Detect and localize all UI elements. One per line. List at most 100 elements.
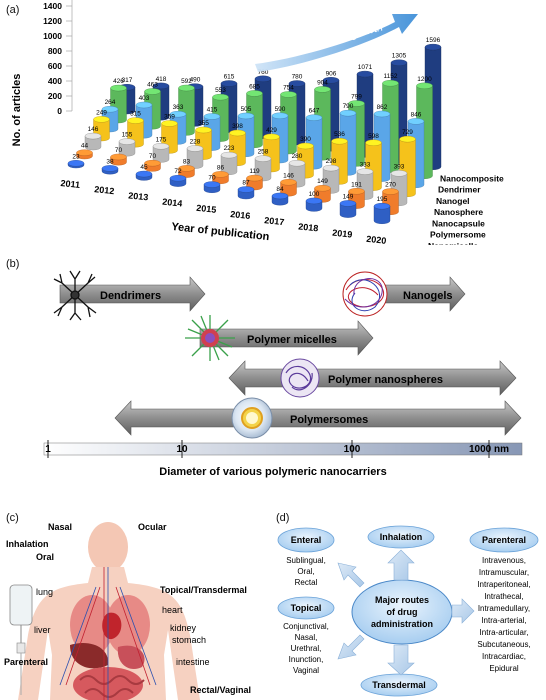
polymer-micelles-arrow: [199, 320, 374, 356]
data-label: 175: [156, 136, 167, 143]
bar-chart-3d: 0200400600800100012001400160020112012201…: [11, 0, 504, 245]
bar: 195: [373, 196, 391, 224]
enteral-cloud: [277, 527, 335, 553]
data-label: 72: [174, 168, 182, 175]
data-label: 86: [217, 164, 225, 171]
x-axis-title: Year of publication: [171, 221, 270, 243]
x-tick-label: 2020: [366, 234, 387, 245]
topical-cloud: [277, 596, 335, 620]
data-label: 146: [88, 126, 99, 133]
bar: 223: [220, 145, 238, 175]
data-label: 100: [309, 191, 320, 198]
parenteral-route: Intraperitoneal,: [477, 580, 530, 589]
arrow-to-topical: [337, 634, 365, 660]
data-label: 398: [232, 123, 243, 130]
bar: 72: [169, 168, 187, 187]
data-label: 315: [130, 111, 141, 118]
topical-route: Nasal,: [295, 633, 318, 642]
bar: 146: [84, 126, 102, 151]
sharp-growth-arrow: [255, 14, 418, 72]
y-tick-label: 1000: [43, 31, 62, 41]
data-label: 355: [198, 120, 209, 127]
parenteral-cloud: [469, 527, 539, 553]
bar: 70: [144, 153, 161, 172]
micelle-icon: [185, 315, 235, 361]
label-topical: Topical/Transdermal: [160, 585, 247, 595]
label-intestine: intestine: [176, 657, 210, 667]
data-label: 195: [377, 196, 388, 203]
data-label: 249: [96, 109, 107, 116]
data-label: 363: [173, 104, 184, 111]
y-tick-label: 600: [48, 61, 62, 71]
scale-tick-100: 100: [344, 444, 361, 455]
bar: 45: [135, 164, 153, 181]
data-label: 553: [215, 87, 226, 94]
center-line-1: Major routes: [375, 595, 429, 605]
bar: 86: [212, 164, 229, 184]
data-label: 359: [164, 113, 175, 120]
data-label: 119: [249, 168, 260, 175]
transdermal-cloud: [360, 673, 438, 697]
data-label: 760: [258, 69, 269, 76]
label-stomach: stomach: [172, 635, 206, 645]
data-label: 590: [275, 106, 286, 113]
topical-route: Urethral,: [291, 644, 322, 653]
x-tick-label: 2016: [230, 209, 251, 221]
size-scale-bar: [43, 442, 523, 456]
series-label: Nanosphere: [434, 207, 483, 217]
panel-a-label: (a): [6, 4, 20, 16]
data-label: 536: [334, 131, 345, 138]
human-body-illustration: [18, 522, 200, 700]
parenteral-route: Intravenous,: [482, 556, 526, 565]
body-routes-diagram: Nasal Ocular Inhalation Oral Topical/Tra…: [4, 522, 251, 700]
bar: 83: [178, 158, 195, 178]
parenteral-route: Subcutaneous,: [477, 640, 530, 649]
bar: 84: [271, 186, 289, 206]
parenteral-route: Intracardiac,: [482, 652, 526, 661]
label-parenteral: Parenteral: [4, 657, 48, 667]
label-oral: Oral: [36, 552, 54, 562]
data-label: 223: [224, 145, 235, 152]
series-label: Nanocomposite: [440, 173, 504, 183]
bar: 155: [118, 132, 136, 157]
polymer-micelles-label: Polymer micelles: [247, 334, 337, 346]
arrow-to-transdermal: [387, 644, 415, 676]
data-label: 1071: [358, 64, 373, 71]
data-label: 1305: [392, 53, 407, 60]
y-tick-label: 800: [48, 46, 62, 56]
transdermal-title: Transdermal: [372, 680, 426, 690]
data-label: 44: [81, 143, 89, 150]
inhalation-title: Inhalation: [380, 532, 423, 542]
bar: 70: [203, 175, 221, 193]
bar: 23: [67, 153, 85, 169]
data-label: 780: [292, 74, 303, 81]
parenteral-title: Parenteral: [482, 535, 526, 545]
bar: 70: [110, 147, 127, 166]
data-label: 146: [283, 172, 294, 179]
data-label: 45: [140, 164, 148, 171]
data-label: 906: [326, 70, 337, 77]
panel-c-label: (c): [6, 512, 19, 524]
bar: 38: [101, 158, 119, 175]
data-label: 754: [283, 84, 294, 91]
center-line-3: administration: [371, 619, 433, 629]
y-tick-label: 1200: [43, 16, 62, 26]
data-label: 615: [224, 73, 235, 80]
data-label: 84: [276, 186, 284, 193]
polymersomes-label: Polymersomes: [290, 414, 368, 426]
data-label: 1596: [426, 37, 441, 44]
series-label: Nanomicelle: [428, 241, 478, 245]
label-lung: lung: [36, 587, 53, 597]
polymersome-icon: [231, 397, 273, 439]
enteral-title: Enteral: [291, 535, 322, 545]
nanocarrier-size-diagram: Dendrimers Nanogels Polymer micelles Pol…: [43, 270, 523, 478]
panel-b-label: (b): [6, 258, 20, 270]
x-tick-label: 2013: [128, 190, 149, 202]
data-label: 490: [190, 77, 201, 84]
data-label: 415: [207, 106, 218, 113]
data-label: 647: [309, 108, 320, 115]
scale-tick-1000: 1000 nm: [469, 444, 509, 455]
data-label: 390: [300, 136, 311, 143]
dendrimers-arrow: [59, 276, 206, 312]
bar: 228: [186, 139, 204, 169]
